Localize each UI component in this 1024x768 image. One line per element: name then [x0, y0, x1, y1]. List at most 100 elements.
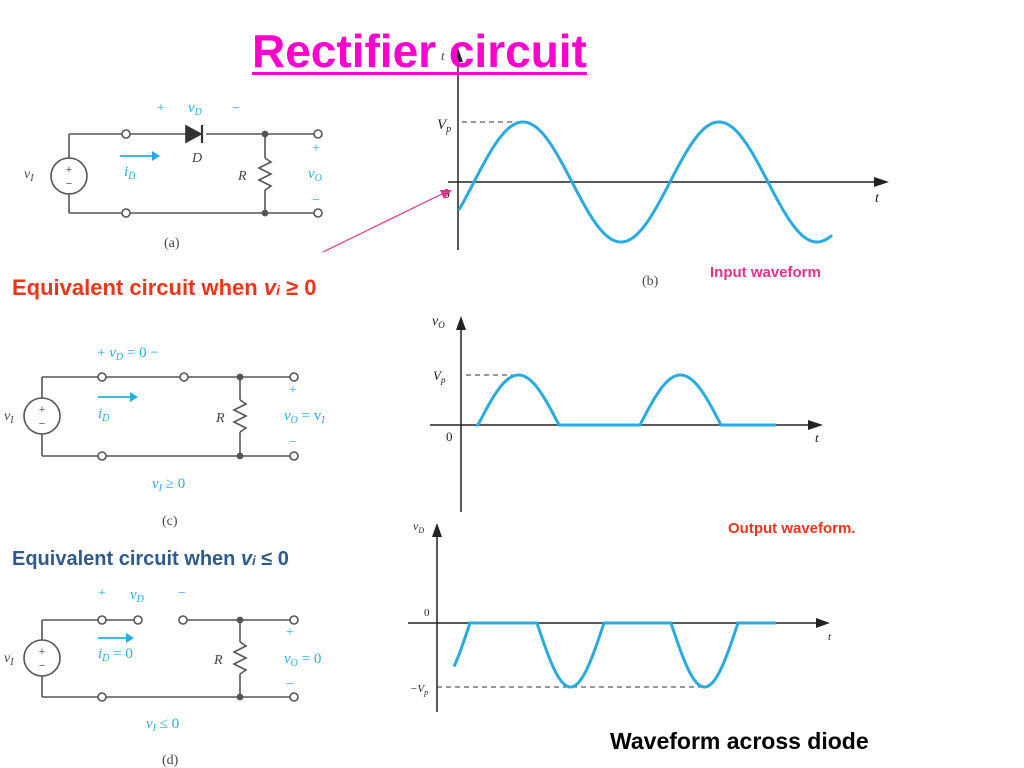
source-minus: −	[39, 660, 45, 672]
heading-text: Equivalent circuit when	[12, 275, 264, 300]
graph-d	[408, 523, 830, 712]
terminal	[289, 451, 299, 461]
terminal	[313, 208, 323, 218]
terminal	[97, 615, 107, 625]
output-expression: vO = vI	[284, 408, 325, 426]
input-sine-wave	[457, 120, 834, 244]
condition-label: vI ≤ 0	[146, 716, 179, 734]
heading-subscript: i	[252, 553, 256, 568]
arrow-icon	[440, 190, 452, 199]
origin-label: 0	[446, 429, 453, 444]
terminal	[121, 129, 131, 139]
circuit-d	[23, 615, 299, 702]
figure-label-a: (a)	[164, 236, 180, 251]
output-waveform-caption: Output waveform.	[728, 520, 856, 537]
arrow-icon	[126, 633, 134, 643]
circuit-a	[50, 124, 323, 218]
y-axis-label: t	[441, 48, 445, 63]
y-axis-label: vD	[413, 519, 424, 535]
arrow-icon	[130, 392, 138, 402]
terminal	[289, 372, 299, 382]
figure-label-c: (c)	[162, 514, 178, 529]
source-minus: −	[66, 178, 72, 190]
terminal	[97, 372, 107, 382]
node-dot	[236, 373, 244, 381]
condition-label: vI ≥ 0	[152, 476, 185, 494]
peak-label: −Vp	[410, 683, 428, 697]
arrow-icon	[432, 523, 442, 537]
y-axis-label: vO	[432, 314, 445, 330]
terminal	[178, 615, 188, 625]
vd-plus: +	[98, 586, 106, 601]
source-label: vI	[24, 167, 34, 184]
terminal	[97, 692, 107, 702]
vd-minus: −	[232, 101, 240, 116]
output-minus: −	[312, 193, 320, 208]
resistor-label: R	[237, 169, 247, 184]
heading-case-negative: Equivalent circuit when vi ≤ 0	[12, 548, 289, 571]
output-expression: vO = 0	[284, 651, 321, 669]
diode-voltage-wave	[452, 621, 776, 689]
current-expression: iD = 0	[98, 646, 133, 664]
arrow-icon	[456, 316, 466, 330]
slide-title: Rectifier circuit	[252, 25, 587, 77]
resistor-label: R	[213, 653, 223, 668]
vd-label: vD	[130, 587, 145, 605]
resistor-symbol	[232, 641, 248, 675]
output-plus: +	[286, 625, 294, 640]
terminal	[289, 692, 299, 702]
heading-variable: v	[240, 548, 253, 570]
source-minus: −	[39, 418, 45, 430]
arrow-icon	[874, 177, 889, 187]
arrow-icon	[808, 420, 823, 430]
arrow-icon	[152, 151, 160, 161]
node-dot	[236, 616, 244, 624]
output-plus: +	[312, 141, 320, 156]
arrow-icon	[816, 618, 830, 628]
node-dot	[236, 693, 244, 701]
vd-plus: +	[157, 101, 165, 116]
terminal	[121, 208, 131, 218]
vd-expression: + vD = 0 −	[97, 345, 159, 363]
source-plus: +	[39, 646, 45, 658]
node-dot	[261, 130, 269, 138]
arrow-icon	[453, 48, 463, 62]
heading-relation: ≥ 0	[279, 275, 317, 300]
terminal	[289, 615, 299, 625]
origin-label: 0	[424, 607, 430, 619]
source-plus: +	[66, 164, 72, 176]
pointer-line	[322, 191, 447, 253]
output-label: vO	[308, 166, 322, 184]
terminal	[313, 129, 323, 139]
heading-variable: v	[263, 275, 277, 300]
output-half-wave	[476, 373, 776, 427]
diode-symbol	[185, 124, 203, 144]
resistor-symbol	[257, 157, 273, 191]
time-label: t	[828, 631, 832, 643]
output-minus: −	[289, 435, 297, 450]
time-label: t	[875, 191, 880, 206]
voltage-source-symbol	[23, 639, 61, 677]
source-plus: +	[39, 404, 45, 416]
figure-label-d: (d)	[162, 753, 179, 768]
peak-label: Vp	[437, 117, 451, 135]
node-dot	[236, 452, 244, 460]
voltage-source-symbol	[50, 157, 88, 195]
time-label: t	[815, 430, 819, 445]
graph-b	[448, 48, 889, 250]
vd-minus: −	[178, 586, 186, 601]
diode-waveform-caption: Waveform across diode	[610, 728, 869, 754]
resistor-symbol	[232, 399, 248, 433]
current-label: iD	[124, 164, 136, 182]
terminal	[179, 372, 189, 382]
vd-label: vD	[188, 100, 203, 118]
peak-label: Vp	[433, 368, 446, 385]
output-minus: −	[286, 677, 294, 692]
heading-relation: ≤ 0	[255, 548, 289, 570]
resistor-label: R	[215, 411, 225, 426]
source-label: vI	[4, 651, 14, 668]
input-waveform-caption: Input waveform	[710, 264, 821, 281]
terminal	[133, 615, 143, 625]
output-plus: +	[289, 383, 297, 398]
